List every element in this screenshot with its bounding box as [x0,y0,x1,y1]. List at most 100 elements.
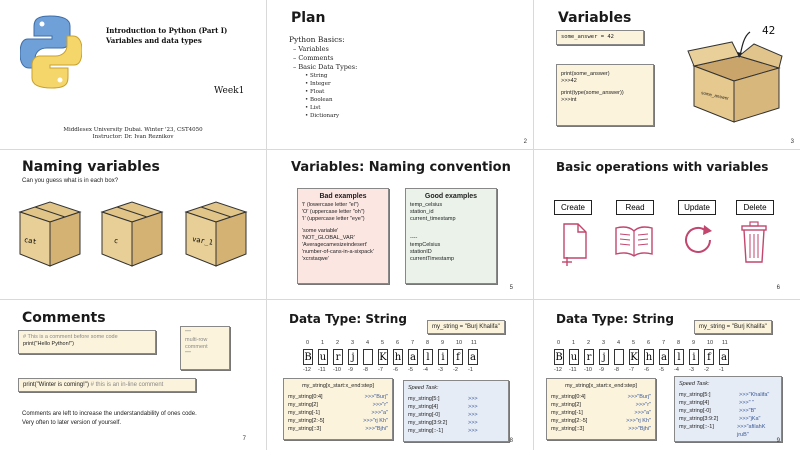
bad-item: 'NOT_GLOBAL_VAR' [302,235,355,241]
task-result: >>> [468,412,478,418]
positive-index: 4 [366,340,370,346]
bad-item: 'some variable' [302,228,339,234]
char-cell: K [629,349,639,365]
plan-subitem: • Integer [305,81,331,87]
slide-title: Comments [22,310,106,326]
slice-expression: my_string[-1] [288,410,320,416]
slice-expression: my_string[0:4] [288,394,323,400]
task-result: >>> [468,420,478,426]
bad-item: 'O' (uppercase letter "oh") [302,209,365,215]
negative-index: -3 [438,367,443,373]
positive-index: 11 [471,340,477,346]
comment-text: # this is an in-line comment [90,382,164,388]
slide-number: 7 [242,436,246,442]
task-expression: my_string[5:] [679,392,711,398]
task-row: my_string[4]>>> [408,403,504,411]
bad-item: 'number-of-cans-in-a-sixpack' [302,249,374,255]
inline-comment-note: print("Winter is coming!") # this is an … [18,378,196,392]
footer-line-2: Instructor: Dr. Ivan Reznikov [92,134,174,140]
negative-index: -1 [468,367,473,373]
negative-index: -4 [423,367,428,373]
open-box-icon [687,31,783,123]
new-file-icon [562,223,587,266]
char-cell: j [599,349,609,365]
positive-index: 2 [587,340,591,346]
slide-3[interactable]: Variables some_answer = 42 print(some_an… [534,0,800,149]
code-output: >>>int [561,97,577,103]
bad-item: 'l' (lowercase letter "el") [302,202,359,208]
comment-note-before-code: # This is a comment before some code pri… [18,330,156,354]
negative-index: -10 [333,367,341,373]
plan-item-label: Basic Data Types: [298,63,358,71]
code-line: print(some_answer) [561,71,610,77]
slice-expression: my_string[2:-5] [551,418,588,424]
slide-7[interactable]: Comments # This is a comment before some… [0,300,266,450]
footer-line-1: Middlesex University Dubai. Winter '23, … [63,127,203,133]
positive-index: 7 [662,340,666,346]
char-cell: i [689,349,699,365]
negative-index: -2 [704,367,709,373]
positive-index: 8 [677,340,681,346]
plan-subitem: • Dictionary [305,113,340,119]
slide-1[interactable]: Introduction to Python (Part I) Variable… [0,0,266,149]
task-row: my_string[::-1]>>> [408,427,504,435]
subitem-label: Float [310,89,325,95]
slide-5[interactable]: Variables: Naming convention Bad example… [267,150,533,299]
negative-index: -5 [408,367,413,373]
plan-item-label: Variables [298,45,329,53]
string-assign-note: my_string = "Burj Khalifa" [427,320,505,334]
slide-number: 9 [776,438,780,444]
slide-9[interactable]: Data Type: String my_string = "Burj Khal… [534,300,800,450]
slide-8[interactable]: Data Type: String my_string = "Burj Khal… [267,300,533,450]
slide-title: Variables: Naming convention [291,160,511,175]
char-cell: i [438,349,448,365]
plan-subitem: • Boolean [305,97,333,103]
negative-index: -9 [348,367,353,373]
code-note-print: print(some_answer) >>>42 print(type(some… [556,64,654,126]
task-expression: my_string[-0] [679,408,711,414]
plan-subitem: • Float [305,89,325,95]
slide-title: Naming variables [22,159,160,175]
course-footer: Middlesex University Dubai. Winter '23, … [0,127,266,141]
task-row: my_string[::-1]>>>"afilahK jruB" [679,423,777,439]
positive-index: 10 [707,340,714,346]
slide-subtitle: Can you guess what is in each box? [22,178,119,184]
slice-row: my_string[0:4]>>>"Burj" [551,393,651,401]
slide-4[interactable]: Naming variables Can you guess what is i… [0,150,266,299]
read-button[interactable]: Read [616,200,654,215]
good-examples-title: Good examples [424,193,478,200]
create-button[interactable]: Create [554,200,592,215]
slicing-examples-note: my_string[x_start:x_end:step] my_string[… [283,378,393,440]
bad-item: 'xcrstaqwe' [302,256,329,262]
slice-row: my_string[2:-5]>>>"rj Kh" [551,417,651,425]
task-expression: my_string[3:9:2] [408,420,448,426]
negative-index: -11 [318,367,326,373]
slide-title: Data Type: String [289,312,407,326]
char-cell: j [348,349,358,365]
negative-index: -10 [584,367,592,373]
slice-expression: my_string[::3] [288,426,322,432]
task-row: my_string[-0]>>> [408,411,504,419]
speed-task-note: Speed Task: my_string[5:]>>>my_string[4]… [403,380,509,442]
speed-task-title: Speed Task: [408,385,439,391]
slide-title: Plan [291,10,326,26]
update-button[interactable]: Update [678,200,716,215]
multirow-comment-note: """ multi-row comment """ [180,326,230,370]
delete-button[interactable]: Delete [736,200,774,215]
slice-result: >>>"Bjhi" [628,426,651,432]
char-cell: u [318,349,328,365]
char-cell: r [333,349,343,365]
title-line-1: Introduction to Python (Part I) [106,26,228,35]
slide-6[interactable]: Basic operations with variables Create R… [534,150,800,299]
string-assign-note: my_string = "Burj Khalifa" [694,320,772,334]
negative-index: -7 [378,367,383,373]
char-cell: K [378,349,388,365]
plan-item: – Basic Data Types: [293,63,358,71]
speed-task-note: Speed Task: my_string[5:]>>>"Khalifa"my_… [674,376,782,442]
bad-item: 'Averagecamesizeindesert' [302,242,368,248]
comment-text: multi-row [185,337,208,343]
char-cell: l [423,349,433,365]
code-note-assign: some_answer = 42 [556,30,644,45]
slide-2[interactable]: Plan Python Basics: – Variables – Commen… [267,0,533,149]
